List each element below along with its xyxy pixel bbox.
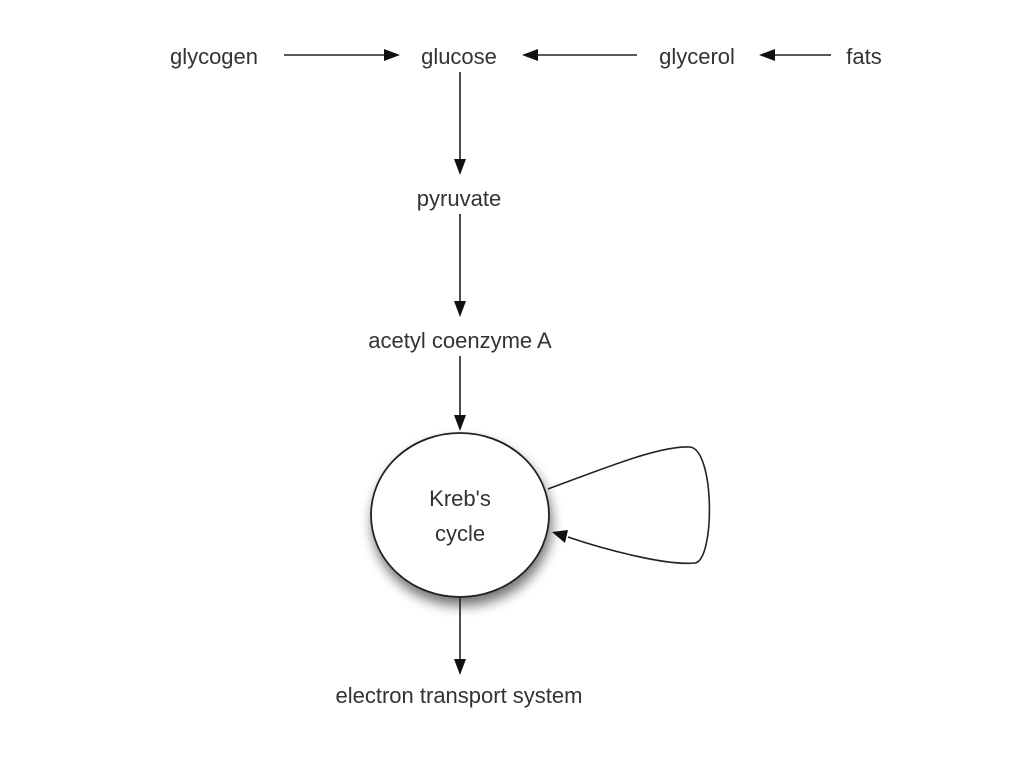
arrowhead-icon xyxy=(384,49,400,61)
krebs-circle xyxy=(370,432,550,598)
arrowhead-icon xyxy=(759,49,775,61)
edge-glycogen-to-glucose xyxy=(284,49,400,61)
node-glucose: glucose xyxy=(421,44,497,69)
edge-pyruvate-to-acetyl-coa xyxy=(454,214,466,317)
edge-fats-to-glycerol xyxy=(759,49,831,61)
arrowhead-icon xyxy=(522,49,538,61)
node-pyruvate: pyruvate xyxy=(417,186,501,211)
node-glycerol: glycerol xyxy=(659,44,735,69)
node-fats: fats xyxy=(846,44,881,69)
node-krebs-cycle: Kreb's cycle xyxy=(370,432,550,598)
edge-krebs-to-ets xyxy=(454,597,466,675)
edge-glucose-to-pyruvate xyxy=(454,72,466,175)
node-glycogen: glycogen xyxy=(170,44,258,69)
edge-glycerol-to-glucose xyxy=(522,49,637,61)
arrowhead-icon xyxy=(454,659,466,675)
arrowhead-icon xyxy=(454,159,466,175)
edge-acetyl-coa-to-krebs xyxy=(454,356,466,431)
arrowhead-icon xyxy=(552,530,568,543)
arrowhead-icon xyxy=(454,301,466,317)
node-electron-transport-system: electron transport system xyxy=(336,683,583,708)
arrowhead-icon xyxy=(454,415,466,431)
edge-krebs-self-loop xyxy=(547,446,711,565)
krebs-label-line1: Kreb's xyxy=(429,486,491,511)
krebs-label-line2: cycle xyxy=(435,521,485,546)
node-acetyl-coenzyme-a: acetyl coenzyme A xyxy=(368,328,552,353)
